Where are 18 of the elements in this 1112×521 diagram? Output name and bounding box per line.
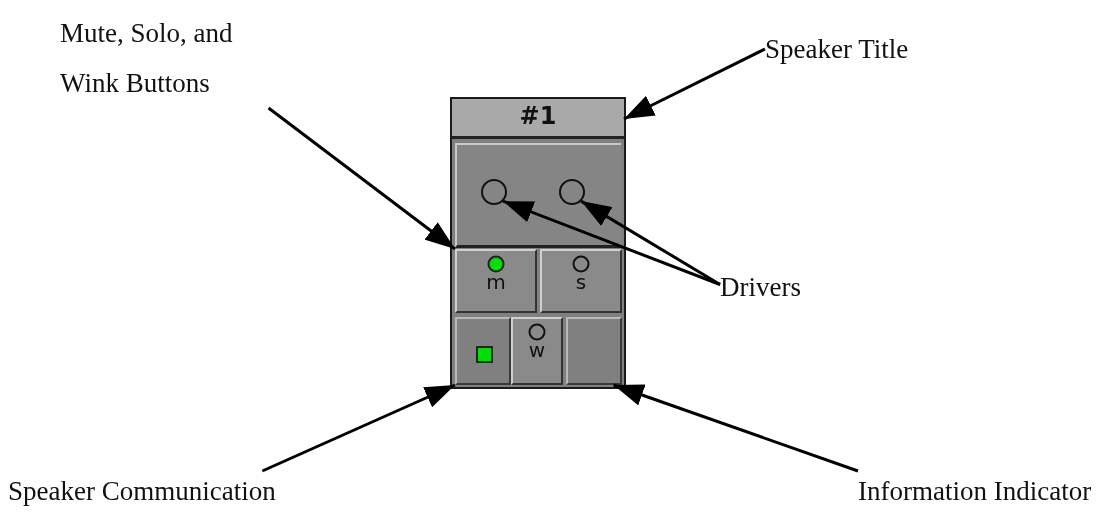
callout-label: Drivers: [720, 262, 801, 312]
communication-indicator: [455, 317, 511, 385]
arrow: [261, 383, 456, 473]
information-indicator: [566, 317, 622, 385]
callout-label: Speaker Title: [765, 24, 909, 74]
driver-circle: [559, 179, 585, 205]
wink-button: w: [511, 317, 563, 385]
arrow: [502, 198, 721, 286]
mute-button: m: [455, 249, 537, 313]
driver-circle: [481, 179, 507, 205]
callout-label: Speaker Communication: [8, 466, 276, 516]
title-bar: #1: [452, 99, 624, 139]
solo-button: s: [540, 249, 622, 313]
callout-label: Mute, Solo, and Wink Buttons: [60, 8, 275, 108]
arrow: [580, 199, 721, 286]
speaker-panel: [450, 97, 626, 389]
arrow: [267, 106, 456, 251]
callout-label: Information Indicator: [858, 466, 1092, 516]
